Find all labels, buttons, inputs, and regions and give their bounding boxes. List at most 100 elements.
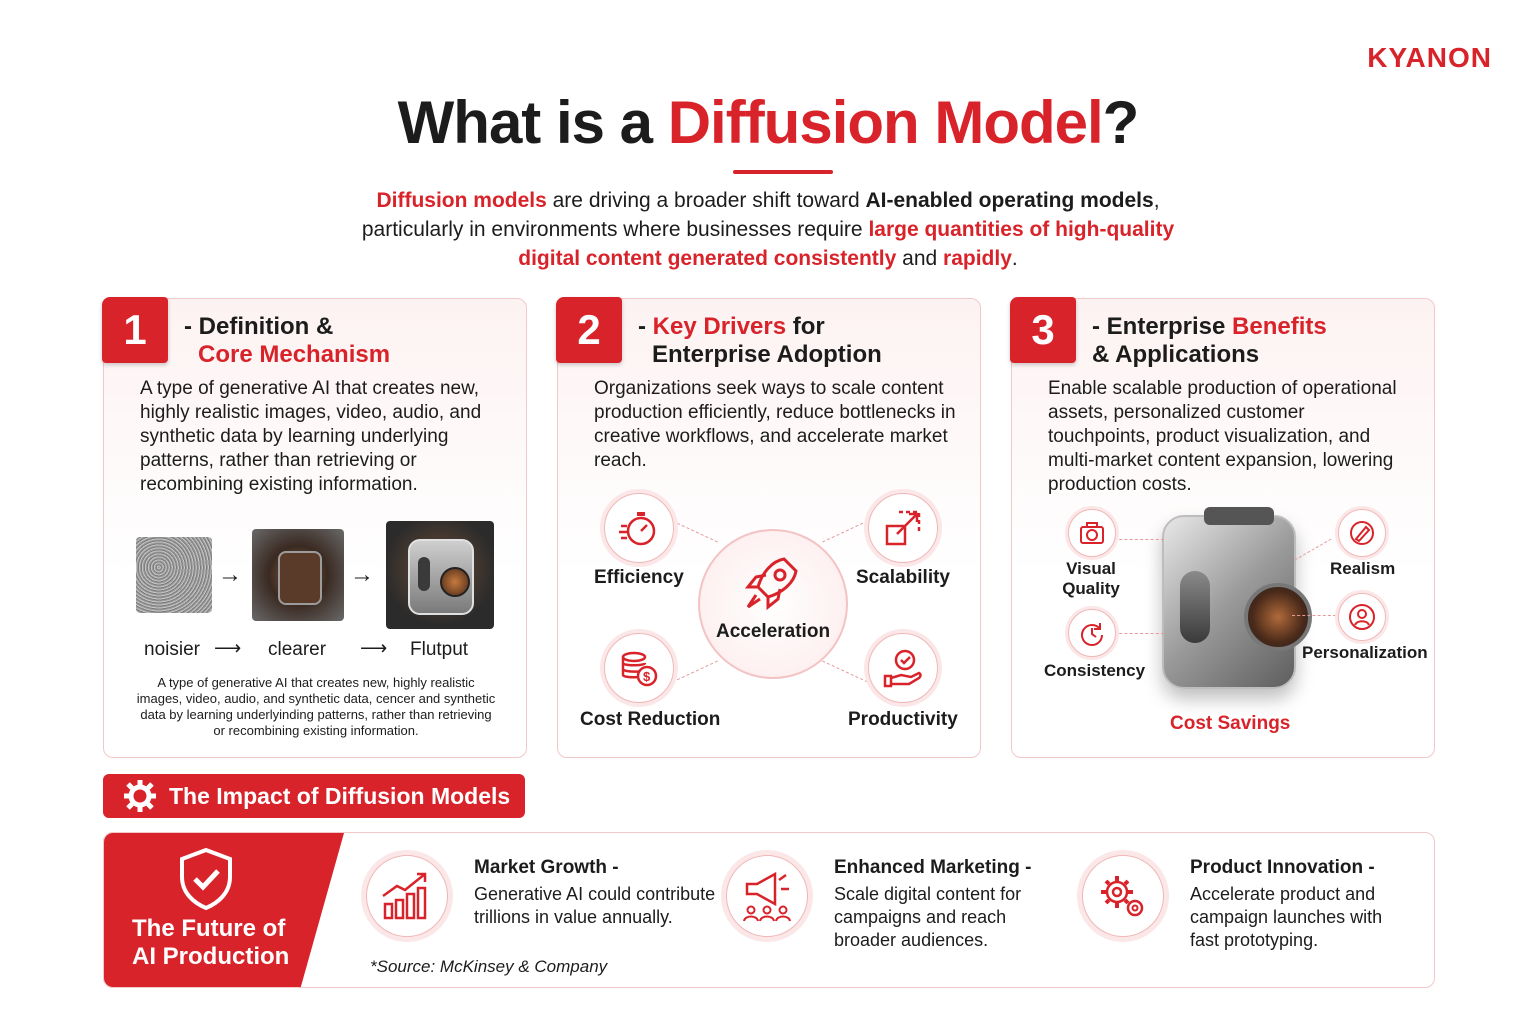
device-shape [408,539,474,615]
title-part2: Diffusion Model [667,89,1104,156]
camera-icon [1080,522,1104,544]
consistency-circle [1068,609,1116,657]
device-lens [440,567,470,597]
connector [1292,615,1336,616]
device-slot [1180,571,1210,643]
intro-s10: . [1011,247,1018,270]
device-top [1204,507,1274,525]
card-body: Enable scalable production of operationa… [1048,378,1397,495]
megaphone-icon [743,871,791,922]
intro-s6: large quantities of high-quality [868,218,1175,241]
connector [1114,633,1164,634]
intro-paragraph: Diffusion models are driving a broader s… [300,186,1236,273]
card-title-line2: Core Mechanism [198,341,391,368]
arrow-right-icon: → [350,561,374,588]
shield-check-icon [180,847,232,911]
card-title-prefix: - [638,313,653,340]
enhanced-marketing-circle [726,855,808,937]
connector [1294,538,1332,561]
impact-band: The Future of AI Production Market Growt… [103,832,1435,988]
source-note: *Source: McKinsey & Company [370,957,608,976]
connector [822,520,868,543]
refresh-icon [1081,623,1103,646]
hand-check-icon [883,649,922,688]
card-title: - Enterprise Benefits & Applications [1092,313,1327,369]
efficiency-label: Efficiency [594,567,684,588]
visual-quality-label: Visual Quality [1062,559,1120,598]
intro-s2: are driving a broader shift toward [546,189,866,212]
intro-s1: Diffusion models [376,189,547,212]
long-arrow-icon: ⟶ [214,638,242,659]
item-title: Product Innovation - [1190,857,1375,878]
device-shape [278,551,322,605]
card-title-red: Benefits [1232,313,1327,340]
consistency-label: Consistency [1044,661,1146,680]
card-title-line2: & Applications [1092,341,1260,368]
card-benefits: 3 - Enterprise Benefits & Applications E… [1010,297,1435,758]
visual-quality-circle [1068,509,1116,557]
gear-icon [124,780,156,812]
page-title: What is a Diffusion Model? [0,88,1536,157]
card-definition: 1 - Definition & Core Mechanism A type o… [102,297,527,758]
cost-savings-label: Cost Savings [1170,713,1291,734]
cost-reduction-circle: $ [604,633,674,703]
item-title: Enhanced Marketing - [834,857,1032,878]
step-noisier: noisier [144,639,200,660]
step-clearer: clearer [268,639,327,660]
coins-icon: $ [621,651,658,687]
card-number: 2 [556,297,622,363]
card-small-text: A type of generative AI that creates new… [136,675,496,738]
personalization-circle [1338,593,1386,641]
device-lens [1244,583,1312,651]
connector [672,520,718,543]
connector [672,660,718,683]
clearer-image-thumbnail [252,529,344,621]
impact-tab: The Impact of Diffusion Models [103,774,525,818]
gears-icon [1101,876,1144,917]
card-title-rest: for [786,313,825,340]
acceleration-circle: Acceleration [698,529,848,679]
connector [822,660,868,683]
chart-growth-icon [382,872,427,920]
card-title: - Key Drivers for Enterprise Adoption [638,313,882,369]
item-text: Accelerate product and campaign launches… [1190,884,1383,950]
card-title: - Definition & Core Mechanism [184,313,390,369]
card-key-drivers: 2 - Key Drivers for Enterprise Adoption … [556,297,981,758]
stopwatch-icon [619,512,656,546]
card-number: 3 [1010,297,1076,363]
cost-reduction-label: Cost Reduction [580,709,721,730]
scalability-label: Scalability [856,567,950,588]
step-output: Flutput [410,639,469,660]
arrow-right-icon: → [218,561,242,588]
output-image-thumbnail [386,521,494,629]
title-part1: What is a [397,89,668,156]
svg-text:$: $ [643,669,651,684]
productivity-circle [868,633,938,703]
card-title-red: Key Drivers [652,313,787,340]
scalability-circle [868,493,938,563]
brand-logo: KYANON [1367,42,1492,73]
card-title-prefix: - Enterprise [1092,313,1233,340]
brush-icon [1350,521,1374,545]
card-title-line2: Enterprise Adoption [652,341,882,368]
card-body: A type of generative AI that creates new… [140,378,482,495]
user-icon [1349,604,1375,630]
product-innovation-circle [1082,855,1164,937]
product-device-image [1162,507,1312,689]
connector [1114,539,1164,540]
noisy-image-thumbnail [136,537,212,613]
intro-s3: AI-enabled operating models [865,189,1154,212]
market-growth-circle [366,855,448,937]
intro-s8: and [896,247,944,270]
intro-s7: digital content generated consistently [518,247,897,270]
item-title: Market Growth - [474,857,619,878]
intro-s5: particularly in environments where busin… [361,218,869,241]
efficiency-circle [604,493,674,563]
long-arrow-icon: ⟶ [360,638,388,659]
rocket-icon [744,557,798,611]
item-text: Generative AI could contribute trillions… [474,884,716,927]
title-part3: ? [1102,89,1140,156]
title-underline [733,170,833,174]
productivity-label: Productivity [848,709,958,730]
acceleration-label: Acceleration [716,621,831,642]
